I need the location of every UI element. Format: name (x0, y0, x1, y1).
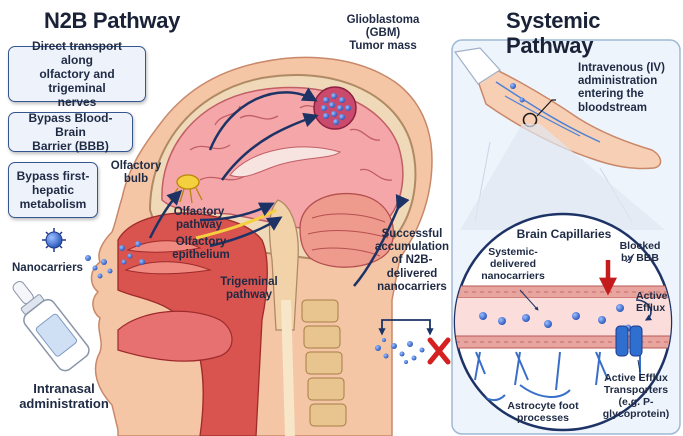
benefit-box-bypass-bbb: Bypass Blood-Brain Barrier (BBB) (8, 112, 133, 152)
label-olfactory-pathway: Olfactory pathway (166, 206, 232, 232)
label-olfactory-epithelium: Olfactory epithelium (166, 236, 236, 262)
label-systemic-nanocarriers: Systemic- delivered nanocarriers (480, 246, 546, 282)
label-trigeminal-pathway: Trigeminal pathway (214, 276, 284, 302)
nanocarrier-icon (42, 228, 66, 252)
label-nanocarriers: Nanocarriers (12, 262, 83, 275)
tumor-mass (314, 87, 356, 129)
label-brain-capillaries: Brain Capillaries (508, 228, 620, 242)
label-blocked-by-bbb: Blocked by BBB (616, 240, 664, 264)
label-successful-accumulation: Successful accumulation of N2B- delivere… (372, 228, 452, 294)
label-intranasal-administration: Intranasal administration (8, 382, 120, 412)
tongue (118, 311, 232, 361)
label-iv-administration: Intravenous (IV) administration entering… (578, 62, 678, 115)
nasal-spray-bottle (2, 272, 93, 374)
systemic-title: Systemic Pathway (506, 8, 683, 59)
benefit-box-bypass-hepatic: Bypass first- hepatic metabolism (8, 162, 98, 218)
n2b-title: N2B Pathway (44, 8, 180, 33)
label-active-efflux: Active Efflux (636, 290, 668, 314)
benefit-box-direct-transport: Direct transport along olfactory and tri… (8, 46, 146, 102)
red-x-icon (430, 340, 448, 362)
label-efflux-transporters: Active Efflux Transporters (e.g. P- glyc… (592, 372, 680, 420)
label-astrocyte-foot-processes: Astrocyte foot processes (502, 400, 584, 424)
label-gbm: Glioblastoma (GBM) Tumor mass (328, 14, 438, 54)
label-olfactory-bulb: Olfactory bulb (104, 160, 168, 186)
